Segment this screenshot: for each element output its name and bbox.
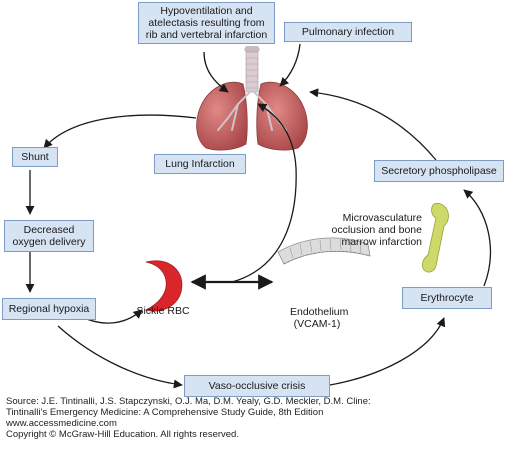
bone-icon [421,202,449,273]
source-citation: Source: J.E. Tintinalli, J.S. Stapczynsk… [6,396,371,440]
endothelium-vessel-icon [277,237,371,265]
secretory-phospholipase-box: Secretory phospholipase [374,160,504,182]
arrow-lungs-to-shunt [43,114,197,149]
source-line: Copyright © McGraw-Hill Education. All r… [6,429,239,440]
sickle-cell-icon [144,260,183,312]
microvasculature-label: Microvasculature occlusion and bone marr… [331,212,423,248]
source-line: Tintinalli’s Emergency Medicine: A Compr… [6,407,324,418]
endothelium-label: Endothelium (VCAM-1) [290,306,349,330]
arrow-to-lung-infarction [231,103,297,283]
shunt-box: Shunt [12,147,58,167]
arrow-hypoxia-to-vasoocclusive [57,325,183,389]
sickle-rbc-label: Sickle RBC [136,305,190,317]
lungs-icon [196,46,308,151]
erythrocyte-box: Erythrocyte [402,287,492,309]
hypoventilation-box: Hypoventilation and atelectasis resultin… [138,2,275,44]
lung-infarction-box: Lung Infarction [154,154,246,174]
arrow-phospholipase-to-lungs [309,88,437,161]
arrow-hypoventilation-to-lungs [203,51,229,93]
arrow-vasoocclusive-to-erythrocyte [329,317,446,386]
source-line: Source: J.E. Tintinalli, J.S. Stapczynsk… [6,396,371,407]
regional-hypoxia-box: Regional hypoxia [2,298,96,320]
source-line: www.accessmedicine.com [6,418,117,429]
decreased-oxygen-box: Decreased oxygen delivery [4,220,94,252]
arrow-infection-to-lungs [279,43,301,87]
arrow-erythrocyte-to-phospholipase [463,189,491,287]
vaso-occlusive-crisis-box: Vaso-occlusive crisis [184,375,330,397]
pulmonary-infection-box: Pulmonary infection [284,22,412,42]
